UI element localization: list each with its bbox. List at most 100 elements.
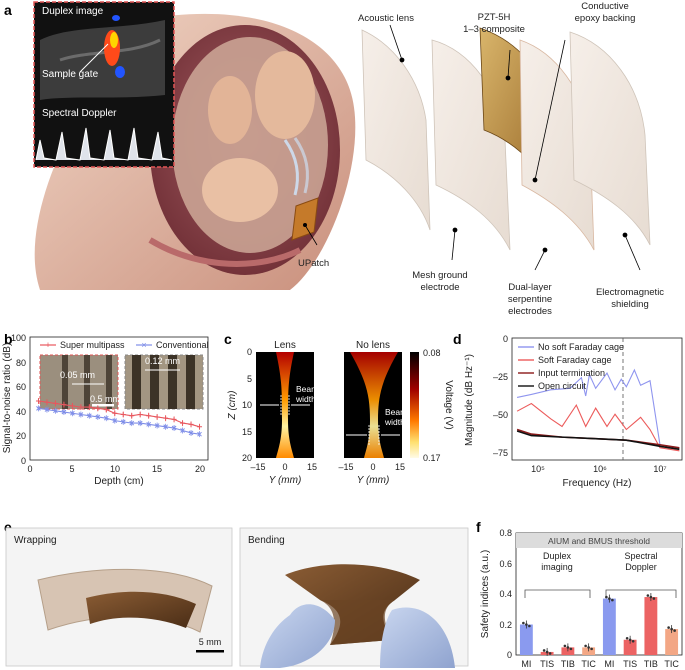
- f-ytick-4: 0.8: [499, 528, 512, 538]
- data-point: [163, 415, 169, 421]
- data-point: [61, 409, 67, 415]
- f-yticks: 0 0.2 0.4 0.6 0.8: [499, 528, 512, 660]
- c-ytick-4: 20: [242, 453, 252, 463]
- bar-dot: [646, 594, 650, 597]
- c-ytick-1: 5: [247, 374, 252, 384]
- b-ytick-4: 80: [16, 358, 26, 368]
- data-point: [129, 413, 135, 419]
- data-point: [112, 418, 118, 423]
- bar-dot: [528, 624, 531, 628]
- d-ytick-2: –50: [493, 410, 508, 420]
- data-point: [154, 414, 160, 420]
- legend-d-1: Soft Faraday cage: [538, 355, 612, 365]
- b-xtick-3: 15: [152, 464, 162, 474]
- data-point: [180, 428, 185, 433]
- panel-letter-e: e: [4, 519, 12, 535]
- scale-bar-label: 5 mm: [199, 637, 222, 647]
- c-xticks: –15 0 15 –15 0 15: [250, 462, 405, 472]
- bar-dot: [545, 650, 549, 654]
- bar-dot: [649, 595, 653, 599]
- legend-d-0: No soft Faraday cage: [538, 342, 624, 352]
- d-ylabel: Magnitude (dB Hz⁻¹): [464, 354, 475, 446]
- inset-label-spectral-doppler: Spectral Doppler: [42, 108, 117, 119]
- f-ytick-3: 0.6: [499, 559, 512, 569]
- spectrum-line-3: [516, 430, 680, 451]
- data-point: [69, 403, 75, 409]
- colorbar-tick-top: 0.08: [423, 348, 441, 358]
- f-ytick-1: 0.2: [499, 620, 512, 630]
- c-ytick-3: 15: [242, 427, 252, 437]
- photo-bending: Bending: [239, 527, 469, 668]
- legend-b: + Super multipass × Conventional: [40, 340, 209, 350]
- legend-b-conventional: Conventional: [156, 340, 209, 350]
- bar-dot: [628, 638, 632, 642]
- threshold-label: AIUM and BMUS threshold: [548, 536, 650, 546]
- b-xtick-2: 10: [110, 464, 120, 474]
- data-point: [188, 421, 194, 427]
- data-point: [44, 407, 50, 412]
- c-ytick-0: 0: [247, 347, 252, 357]
- c-xtick-2a: 15: [307, 462, 317, 472]
- bar-label-2: TIB: [561, 659, 575, 669]
- panel-letter-c: c: [224, 331, 232, 347]
- plot-b-xticks: 0 5 10 15 20: [27, 464, 205, 474]
- bar-dot: [584, 644, 587, 648]
- bar-label-4: MI: [604, 659, 614, 669]
- data-point: [197, 431, 202, 437]
- colorbar: [410, 352, 419, 458]
- data-point: [103, 407, 109, 413]
- inset-dim-0: 0.05 mm: [60, 370, 95, 380]
- plot-d-frame: [511, 337, 683, 461]
- c-xlabel-lens: Y (mm): [269, 475, 302, 486]
- panel-letter-d: d: [453, 331, 462, 347]
- legend-d: No soft Faraday cage Soft Faraday cage I…: [518, 342, 624, 391]
- data-point: [171, 425, 177, 431]
- upatch-device: [291, 197, 319, 241]
- bar-dot: [667, 626, 670, 629]
- bar-label-6: TIB: [644, 659, 658, 669]
- d-ytick-0: 0: [503, 334, 508, 344]
- data-point: [197, 424, 203, 430]
- bar-dot: [611, 598, 614, 602]
- data-point: [44, 399, 50, 405]
- data-point: [36, 405, 41, 411]
- b-ytick-1: 20: [16, 431, 26, 441]
- c-xlabel-nolens: Y (mm): [357, 475, 390, 486]
- bar-label-5: TIS: [623, 659, 637, 669]
- data-point: [163, 424, 168, 430]
- c-ytick-2: 10: [242, 400, 252, 410]
- inset-label-duplex: Duplex image: [42, 6, 104, 17]
- data-point: [86, 404, 92, 410]
- bar-dot: [569, 647, 573, 651]
- data-point: [103, 415, 109, 421]
- layer-label-acoustic-lens: Acoustic lens: [358, 13, 414, 24]
- data-point: [171, 416, 177, 422]
- photo-title-wrapping: Wrapping: [14, 535, 57, 546]
- data-point: [95, 414, 101, 420]
- d-xtick-0: 10⁵: [531, 464, 545, 474]
- group-brackets: [524, 589, 677, 598]
- bar-dot: [673, 629, 676, 632]
- device-label: UPatch: [298, 258, 329, 269]
- c-title-nolens: No lens: [356, 340, 390, 351]
- b-xtick-4: 20: [195, 464, 205, 474]
- legend-d-3: Open circuit: [538, 381, 587, 391]
- data-point: [70, 410, 75, 416]
- data-point: [86, 413, 92, 419]
- acoustic-lens-layer: [361, 29, 431, 231]
- bar-label-0: MI: [521, 659, 531, 669]
- colorbar-label: Voltage (V): [443, 380, 454, 429]
- plot-b-marks: [35, 397, 203, 438]
- bar-label-3: TIC: [581, 659, 596, 669]
- panel-a: a UPatch Duplex image: [4, 1, 664, 317]
- shielding-layer: [569, 31, 651, 246]
